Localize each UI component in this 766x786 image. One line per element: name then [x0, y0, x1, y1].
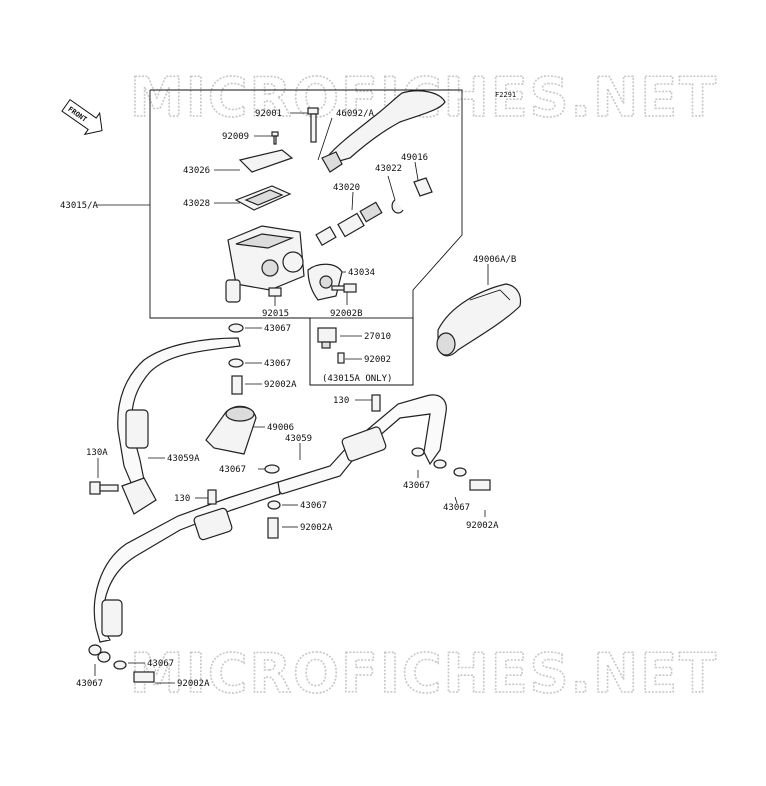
master-cylinder-body [225, 225, 305, 303]
hose-clamp [341, 426, 387, 462]
washer [433, 459, 447, 469]
switch-screw [337, 352, 345, 364]
callout-46092a: 46092/A [336, 109, 375, 119]
bolt-130-lower [207, 489, 217, 505]
clamp-bolt [331, 283, 357, 293]
banjo-bolt-middle [267, 517, 279, 539]
callout-92002: 92002 [364, 355, 391, 365]
callout-43022: 43022 [375, 164, 402, 174]
callout-92009: 92009 [222, 132, 249, 142]
washer [411, 447, 425, 457]
callout-43067-e: 43067 [403, 481, 430, 491]
callout-92002a-d: 92002A [177, 679, 210, 689]
subassembly-box [309, 317, 414, 386]
circlip [391, 199, 404, 214]
callout-43059a: 43059A [167, 454, 200, 464]
washer [453, 467, 467, 477]
hose-fitting [125, 409, 149, 449]
washer [88, 644, 102, 656]
callout-92002a-a: 92002A [264, 380, 297, 390]
hose-boot [205, 405, 257, 455]
callout-92001: 92001 [255, 109, 282, 119]
clamp [307, 263, 343, 301]
callout-43067-a: 43067 [264, 324, 291, 334]
callout-43067-c: 43067 [219, 465, 246, 475]
leader-lines [94, 112, 489, 684]
diaphragm [234, 185, 292, 211]
callout-labels: 92001 46092/A 92009 43026 43028 43015/A … [60, 109, 516, 689]
front-arrow-icon: FRONT [61, 98, 103, 136]
callout-49006: 49006 [267, 423, 294, 433]
callout-130-b: 130 [174, 494, 190, 504]
callout-43015a: 43015/A [60, 201, 99, 211]
washer [267, 500, 281, 510]
washer [97, 651, 111, 663]
dust-boot [413, 177, 433, 197]
subassembly-note: (43015A ONLY) [322, 374, 392, 384]
nut [268, 287, 282, 297]
bolt-130 [371, 394, 381, 412]
lever-cover [436, 283, 522, 357]
callout-43028: 43028 [183, 199, 210, 209]
callout-49016: 49016 [401, 153, 428, 163]
callout-43020: 43020 [333, 183, 360, 193]
callout-43067-g: 43067 [76, 679, 103, 689]
pivot-bolt [307, 107, 319, 143]
callout-130a: 130A [86, 448, 108, 458]
hose-joint-block [121, 477, 157, 515]
brake-lever [321, 90, 446, 173]
banjo-bolt [231, 375, 243, 395]
callout-130-a: 130 [333, 396, 349, 406]
piston-kit [315, 201, 383, 247]
callout-92002a-b: 92002A [300, 523, 333, 533]
callout-92015: 92015 [262, 309, 289, 319]
callout-43059: 43059 [285, 434, 312, 444]
cap-screw [271, 131, 279, 145]
brake-hose-lower [93, 481, 281, 643]
washer [113, 660, 127, 670]
bolt-130A [89, 481, 119, 495]
hose-clamp-lower [193, 507, 233, 541]
callout-43067-d: 43067 [300, 501, 327, 511]
hose-fitting-lower [101, 599, 123, 637]
callout-92002a-c: 92002A [466, 521, 499, 531]
washer [264, 464, 280, 474]
callout-43067-h: 43067 [147, 659, 174, 669]
callout-27010: 27010 [364, 332, 391, 342]
callout-43067-f: 43067 [443, 503, 470, 513]
callout-43034: 43034 [348, 268, 375, 278]
figure-code: F2291 [495, 91, 516, 99]
callout-43026: 43026 [183, 166, 210, 176]
reservoir-cap [238, 149, 294, 173]
banjo-bolt-right [469, 479, 491, 491]
banjo-bolt-bottom [133, 671, 155, 683]
brake-switch [317, 327, 337, 349]
callout-92002b: 92002B [330, 309, 363, 319]
callout-49006ab: 49006A/B [473, 255, 516, 265]
callout-43067-b: 43067 [264, 359, 291, 369]
watermark-bottom: MICROFICHES.NET [130, 642, 718, 705]
washer [228, 358, 244, 368]
washer [228, 323, 244, 333]
